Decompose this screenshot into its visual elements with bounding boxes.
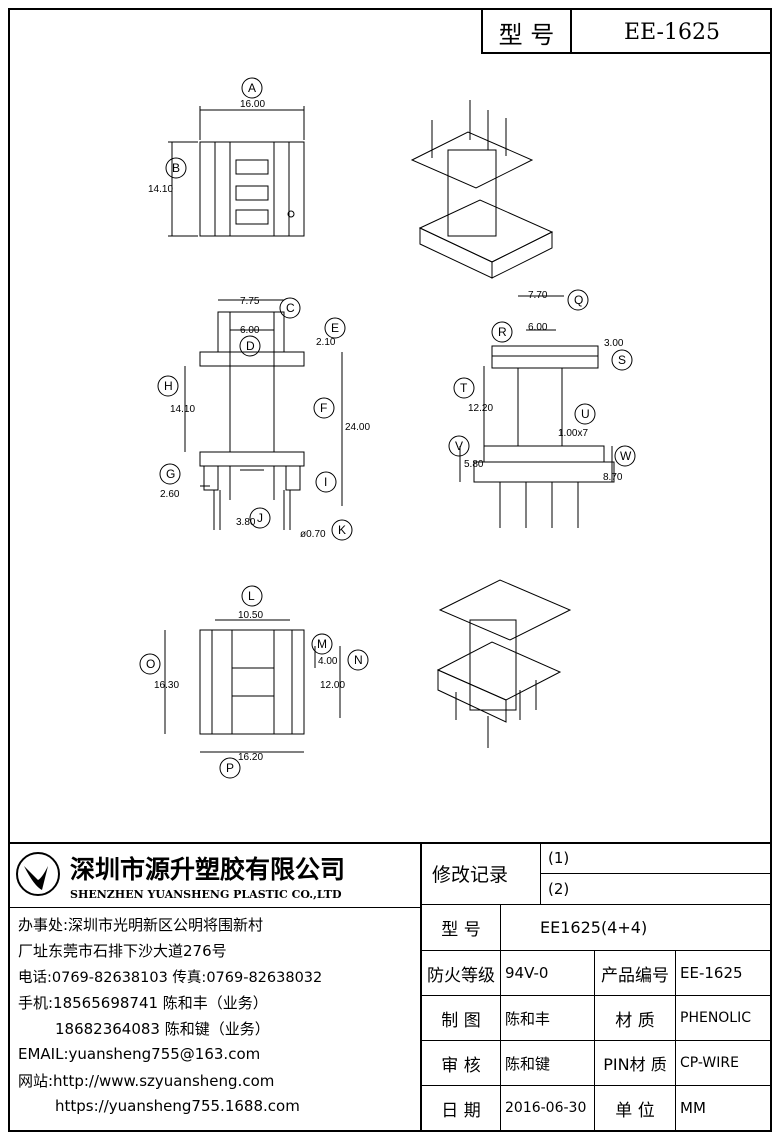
letter-L: L bbox=[248, 589, 255, 603]
dim-M: 4.00 bbox=[318, 656, 338, 667]
letter-I: I bbox=[324, 475, 327, 489]
company-logo bbox=[14, 850, 62, 898]
dim-G: 2.60 bbox=[160, 489, 180, 500]
unit-value: MM bbox=[680, 1099, 706, 1117]
material-label: 材 质 bbox=[615, 1010, 655, 1031]
dim-V: 5.80 bbox=[464, 459, 484, 470]
isometric-top bbox=[410, 100, 554, 279]
letter-U: U bbox=[581, 407, 590, 421]
letter-Q: Q bbox=[574, 293, 583, 307]
footer-top-line bbox=[10, 842, 772, 844]
dim-C: 7.75 bbox=[240, 296, 260, 307]
company-name-cn: 深圳市源升塑胶有限公司 bbox=[70, 855, 346, 884]
product-no-label: 产品编号 bbox=[601, 965, 669, 986]
dim-W: 8.70 bbox=[603, 472, 623, 483]
model-value: EE1625(4+4) bbox=[540, 917, 648, 937]
dim-L: 10.50 bbox=[238, 610, 263, 621]
drawn-value: 陈和丰 bbox=[505, 1009, 551, 1028]
dim-S: 3.00 bbox=[604, 338, 624, 349]
letter-K: K bbox=[338, 523, 346, 537]
dim-A: 16.00 bbox=[240, 99, 265, 110]
top-view bbox=[168, 106, 305, 237]
model-label: 型 号 bbox=[441, 919, 481, 940]
revision-1: (1) bbox=[548, 849, 570, 867]
pin-material-label: PIN材 质 bbox=[603, 1055, 667, 1074]
letter-R: R bbox=[498, 325, 507, 339]
header-model-label: 型 号 bbox=[498, 20, 555, 49]
dim-T: 12.20 bbox=[468, 403, 493, 414]
header-model-value: EE-1625 bbox=[624, 19, 720, 45]
dim-N: 12.00 bbox=[320, 680, 345, 691]
letter-G: G bbox=[166, 467, 175, 481]
dim-Q: 7.70 bbox=[528, 290, 548, 301]
company-phone: 电话:0769-82638103 传真:0769-82638032 bbox=[18, 969, 323, 986]
company-email: EMAIL:yuansheng755@163.com bbox=[18, 1045, 261, 1063]
revision-2: (2) bbox=[548, 880, 570, 898]
letter-H: H bbox=[164, 379, 173, 393]
unit-label: 单 位 bbox=[615, 1100, 655, 1121]
dim-J: 3.80 bbox=[236, 517, 256, 528]
header-model-box bbox=[481, 10, 772, 54]
product-no-value: EE-1625 bbox=[680, 964, 743, 982]
company-name-en: SHENZHEN YUANSHENG PLASTIC CO.,LTD bbox=[70, 887, 342, 901]
company-website2[interactable]: https://yuansheng755.1688.com bbox=[55, 1097, 300, 1115]
fire-label: 防火等级 bbox=[427, 965, 495, 986]
letter-J: J bbox=[257, 511, 263, 525]
letter-F: F bbox=[320, 401, 327, 415]
revision-label: 修改记录 bbox=[432, 863, 509, 886]
company-mobile1: 手机:18565698741 陈和丰（业务） bbox=[18, 993, 268, 1012]
fire-value: 94V-0 bbox=[505, 964, 549, 982]
date-label: 日 期 bbox=[441, 1100, 481, 1121]
company-website[interactable]: 网站:http://www.szyuansheng.com bbox=[18, 1071, 275, 1090]
drawing-frame bbox=[8, 8, 772, 1132]
dim-R: 6.00 bbox=[528, 322, 548, 333]
letter-O: O bbox=[146, 657, 155, 671]
dim-K: ø0.70 bbox=[300, 529, 326, 540]
letter-C: C bbox=[286, 301, 295, 315]
isometric-bottom bbox=[436, 579, 572, 748]
date-value: 2016-06-30 bbox=[505, 1100, 587, 1116]
letter-W: W bbox=[620, 449, 632, 463]
side-view bbox=[184, 299, 343, 530]
dim-D: 6.00 bbox=[240, 325, 260, 336]
technical-drawing: 16.00 14.10 7.75 6.00 2.10 24.00 14.10 2… bbox=[139, 77, 636, 779]
letter-B: B bbox=[172, 161, 180, 175]
letter-D: D bbox=[246, 339, 255, 353]
company-office: 办事处:深圳市光明新区公明将围新村 bbox=[18, 915, 264, 934]
letter-M: M bbox=[317, 637, 327, 651]
dim-H: 14.10 bbox=[170, 404, 195, 415]
letter-S: S bbox=[618, 353, 626, 367]
dim-E: 2.10 bbox=[316, 337, 336, 348]
review-value: 陈和键 bbox=[505, 1054, 551, 1073]
dim-U: 1.00x7 bbox=[558, 428, 588, 439]
review-label: 审 核 bbox=[441, 1055, 481, 1076]
dim-F: 24.00 bbox=[345, 422, 370, 433]
letter-N: N bbox=[354, 653, 363, 667]
company-mobile2: 18682364083 陈和键（业务） bbox=[55, 1019, 270, 1038]
company-factory: 厂址东莞市石排下沙大道276号 bbox=[18, 941, 227, 960]
letter-E: E bbox=[331, 321, 339, 335]
dim-O: 16.30 bbox=[154, 680, 179, 691]
bottom-view bbox=[164, 619, 341, 753]
letter-T: T bbox=[460, 381, 468, 395]
pin-material-value: CP-WIRE bbox=[680, 1055, 739, 1071]
front-view bbox=[459, 295, 615, 528]
letter-P: P bbox=[226, 761, 234, 775]
letter-V: V bbox=[455, 439, 463, 453]
dim-B: 14.10 bbox=[148, 184, 173, 195]
letter-A: A bbox=[248, 81, 256, 95]
dim-P: 16.20 bbox=[238, 752, 263, 763]
material-value: PHENOLIC bbox=[680, 1010, 752, 1026]
drawn-label: 制 图 bbox=[441, 1010, 481, 1031]
